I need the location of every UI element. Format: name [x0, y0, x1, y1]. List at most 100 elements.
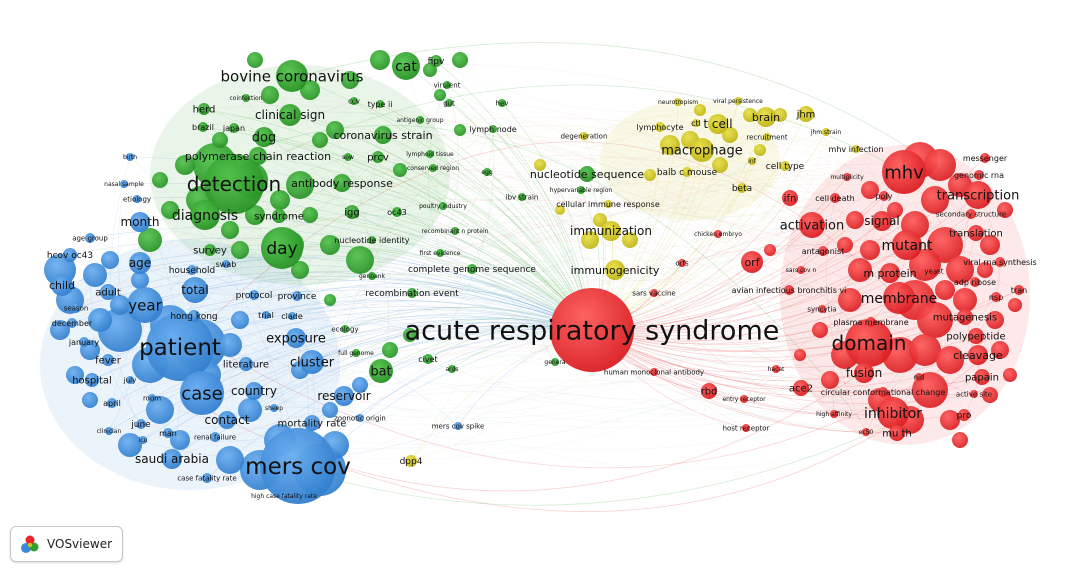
- node-yeast[interactable]: [930, 267, 938, 275]
- node-red-94[interactable]: [838, 288, 862, 312]
- node-green-53[interactable]: [382, 342, 398, 358]
- node-blue-28[interactable]: [352, 377, 368, 393]
- node-total[interactable]: [182, 277, 208, 303]
- node-year[interactable]: [127, 287, 163, 323]
- node-antibody-response[interactable]: [333, 174, 351, 192]
- node-immunogenicity[interactable]: [605, 260, 625, 280]
- node-green-40[interactable]: [261, 86, 279, 104]
- node-blue-18[interactable]: [66, 366, 84, 384]
- node-green-55[interactable]: [152, 172, 168, 188]
- node-yellow-74[interactable]: [694, 104, 706, 116]
- node-green-42[interactable]: [341, 71, 359, 89]
- node-green-43[interactable]: [370, 50, 390, 70]
- node-birth[interactable]: [126, 153, 134, 161]
- node-plasma-membrane[interactable]: [866, 317, 876, 327]
- node-domain[interactable]: [845, 319, 893, 367]
- node-red-95[interactable]: [848, 258, 872, 282]
- node-blue-17[interactable]: [101, 251, 119, 269]
- node-blue-16[interactable]: [216, 446, 244, 474]
- node-nid[interactable]: [915, 373, 923, 381]
- node-m-protein[interactable]: [880, 263, 900, 283]
- node-survey[interactable]: [204, 244, 216, 256]
- node-season[interactable]: [71, 303, 81, 313]
- node-high-affinity[interactable]: [830, 410, 838, 418]
- node-yellow-73[interactable]: [534, 159, 546, 171]
- node-polypeptide[interactable]: [968, 328, 984, 344]
- node-ace2[interactable]: [793, 380, 809, 396]
- node-saudi-arabia[interactable]: [162, 449, 182, 469]
- node-herd[interactable]: [198, 103, 210, 115]
- node-red-104[interactable]: [821, 371, 839, 389]
- node-high-case-fatality-rate[interactable]: [280, 492, 288, 500]
- node-messenger[interactable]: [980, 153, 990, 163]
- node-blue-1[interactable]: [83, 263, 107, 287]
- node-lymph-node[interactable]: [489, 125, 497, 133]
- node-red-101[interactable]: [982, 387, 998, 403]
- node-blue-26[interactable]: [170, 430, 190, 450]
- node-tran[interactable]: [1014, 285, 1024, 295]
- node-green-58[interactable]: [324, 294, 336, 306]
- node-diagnosis[interactable]: [190, 200, 220, 230]
- node-green-62[interactable]: [312, 132, 328, 148]
- node-hong-kong[interactable]: [188, 310, 200, 322]
- node-gut[interactable]: [445, 99, 453, 107]
- node-antagonist[interactable]: [818, 246, 828, 256]
- node-brain[interactable]: [756, 107, 776, 127]
- node-green-48[interactable]: [326, 121, 344, 139]
- node-red-114[interactable]: [1008, 298, 1022, 312]
- node-december[interactable]: [67, 318, 77, 328]
- node-blue-6[interactable]: [146, 396, 174, 424]
- node-beta[interactable]: [737, 183, 747, 193]
- node-hacat[interactable]: [772, 365, 780, 373]
- node-balb-c-mouse[interactable]: [682, 167, 692, 177]
- node-first-evidence[interactable]: [436, 249, 444, 257]
- node-adult[interactable]: [100, 284, 116, 300]
- node-blue-11[interactable]: [238, 398, 262, 422]
- node-activation[interactable]: [799, 212, 825, 238]
- node-fipv[interactable]: [430, 55, 442, 67]
- node-yellow-72[interactable]: [773, 108, 787, 122]
- node-mortality-rate[interactable]: [304, 415, 320, 431]
- node-signal[interactable]: [872, 211, 892, 231]
- node-red-78[interactable]: [924, 149, 956, 181]
- node-brazil[interactable]: [198, 122, 208, 132]
- node-red-116[interactable]: [935, 280, 955, 300]
- node-host-receptor[interactable]: [742, 424, 750, 432]
- node-japan[interactable]: [229, 123, 239, 133]
- node-poly[interactable]: [879, 191, 889, 201]
- node-room[interactable]: [148, 394, 156, 402]
- node-acute-respiratory-syndrome[interactable]: [550, 288, 634, 372]
- node-recombinant-n-protein[interactable]: [451, 227, 459, 235]
- node-translation[interactable]: [968, 225, 984, 241]
- node-red-97[interactable]: [846, 211, 864, 229]
- node-green-54[interactable]: [454, 124, 466, 136]
- node-trial[interactable]: [262, 311, 270, 319]
- node-red-110[interactable]: [837, 237, 853, 253]
- node-literature[interactable]: [239, 357, 253, 371]
- node-lymphocyte[interactable]: [655, 122, 665, 132]
- node-nsp[interactable]: [991, 292, 1001, 302]
- node-prcv[interactable]: [372, 151, 384, 163]
- node-child[interactable]: [51, 274, 73, 296]
- node-mers-cov[interactable]: [260, 428, 336, 504]
- node-ards[interactable]: [448, 365, 456, 373]
- node-hospital[interactable]: [85, 373, 99, 387]
- node-green-45[interactable]: [212, 132, 228, 148]
- node-reservoir[interactable]: [334, 386, 354, 406]
- node-patient[interactable]: [146, 313, 214, 381]
- node-green-57[interactable]: [221, 221, 239, 239]
- node-red-90[interactable]: [912, 372, 948, 408]
- node-red-88[interactable]: [909, 334, 941, 366]
- node-mutant[interactable]: [892, 230, 922, 260]
- node-zoonotic-origin[interactable]: [356, 414, 364, 422]
- node-ctl[interactable]: [692, 119, 700, 127]
- node-clinician[interactable]: [105, 427, 113, 435]
- node-red-106[interactable]: [940, 410, 960, 430]
- node-green-37[interactable]: [320, 235, 340, 255]
- node-contact[interactable]: [218, 411, 236, 429]
- node-nasal-sample[interactable]: [120, 180, 128, 188]
- node-cluster[interactable]: [300, 350, 324, 374]
- node-orfs[interactable]: [678, 259, 686, 267]
- node-swab[interactable]: [222, 260, 230, 268]
